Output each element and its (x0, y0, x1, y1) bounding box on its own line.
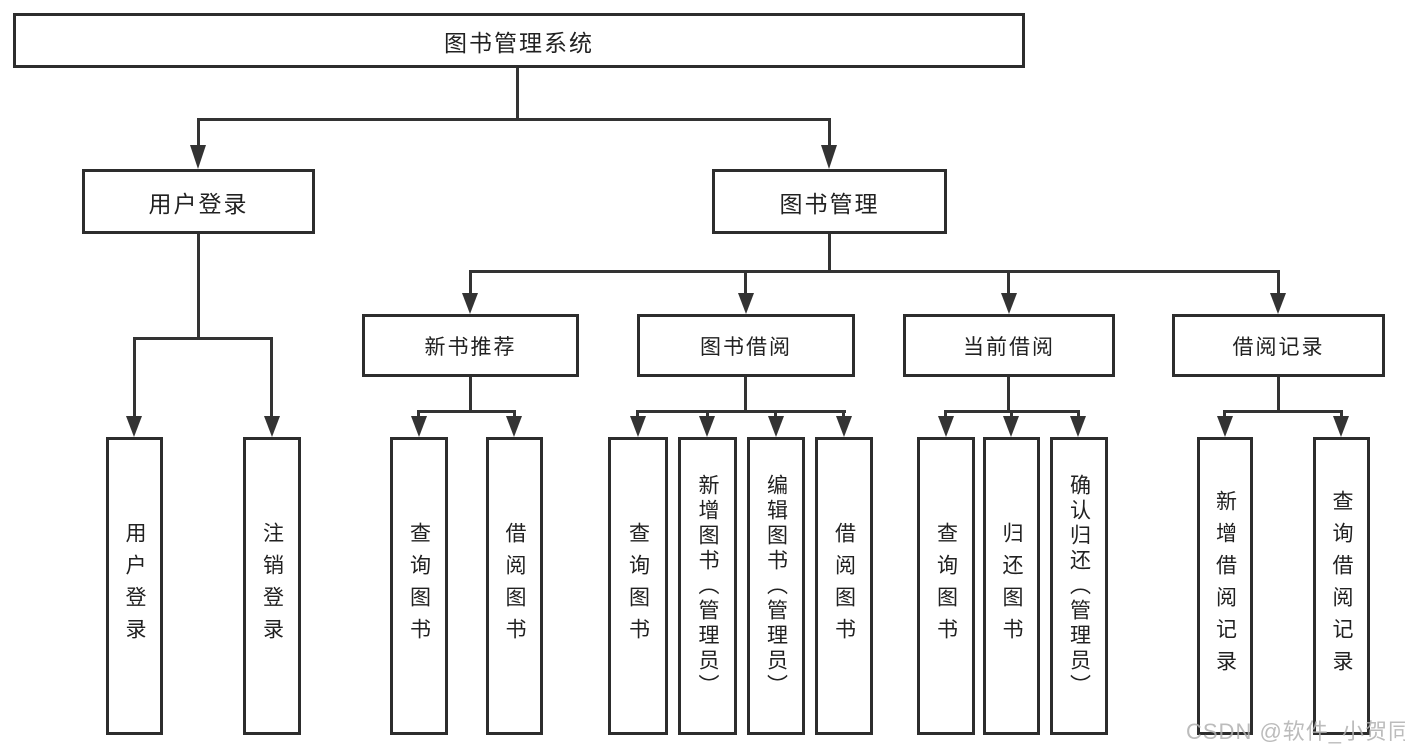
arrowhead-icon (836, 416, 852, 437)
arrowhead-icon (821, 145, 837, 169)
node-current-borrowing-label: 当前借阅 (963, 335, 1055, 359)
leaf-logout-label: 注销登录 (260, 522, 284, 650)
leaf-add-borrow-record: 新增借阅记录 (1197, 437, 1253, 735)
arrowhead-icon (264, 416, 280, 437)
arrowhead-icon (938, 416, 954, 437)
arrowhead-icon (699, 416, 715, 437)
connector-line (744, 270, 747, 296)
connector-line (828, 234, 831, 270)
connector-line (469, 377, 472, 410)
arrowhead-icon (190, 145, 206, 169)
node-user-login: 用户登录 (82, 169, 315, 234)
connector-line (944, 410, 947, 421)
arrowhead-icon (1270, 293, 1286, 314)
arrowhead-icon (768, 416, 784, 437)
connector-line (1340, 410, 1343, 421)
leaf-query-books-1: 查询图书 (390, 437, 448, 735)
connector-line (1277, 270, 1280, 296)
arrowhead-icon (738, 293, 754, 314)
leaf-borrow-books-2: 借阅图书 (815, 437, 873, 735)
connector-line (1223, 410, 1343, 413)
connector-line (270, 337, 273, 419)
arrowhead-icon (506, 416, 522, 437)
leaf-borrow-books-2-label: 借阅图书 (832, 522, 856, 650)
connector-line (842, 410, 845, 421)
arrowhead-icon (1070, 416, 1086, 437)
node-current-borrowing: 当前借阅 (903, 314, 1115, 377)
node-library-system: 图书管理系统 (13, 13, 1025, 68)
leaf-user-login: 用户登录 (106, 437, 163, 735)
watermark: CSDN @软件_小贺同学 (1186, 719, 1405, 744)
node-new-book-recommend: 新书推荐 (362, 314, 579, 377)
connector-line (1010, 410, 1013, 421)
connector-line (513, 410, 516, 421)
connector-line (197, 118, 200, 150)
connector-line (197, 234, 200, 338)
connector-line (1007, 270, 1010, 296)
leaf-query-borrow-record-label: 查询借阅记录 (1330, 490, 1354, 682)
leaf-query-books-3-label: 查询图书 (934, 522, 958, 650)
leaf-return-books: 归还图书 (983, 437, 1040, 735)
connector-line (469, 270, 472, 296)
arrowhead-icon (411, 416, 427, 437)
connector-line (197, 118, 831, 121)
connector-line (636, 410, 639, 421)
connector-line (1007, 377, 1010, 410)
node-library-system-label: 图书管理系统 (444, 29, 594, 56)
leaf-borrow-books-1-label: 借阅图书 (503, 522, 527, 650)
connector-line (417, 410, 420, 421)
connector-line (1277, 377, 1280, 410)
leaf-add-borrow-record-label: 新增借阅记录 (1213, 490, 1237, 682)
connector-line (636, 410, 846, 413)
connector-line (706, 410, 709, 421)
connector-line (828, 118, 831, 150)
arrowhead-icon (1001, 293, 1017, 314)
node-book-borrowing: 图书借阅 (637, 314, 855, 377)
leaf-edit-book-admin-label: 编辑图书（管理员） (764, 473, 788, 699)
node-book-management-label: 图书管理 (779, 190, 880, 217)
arrowhead-icon (630, 416, 646, 437)
connector-line (516, 68, 519, 118)
leaf-user-login-label: 用户登录 (123, 522, 147, 650)
node-user-login-label: 用户登录 (148, 190, 249, 217)
leaf-confirm-return-admin: 确认归还（管理员） (1050, 437, 1108, 735)
connector-line (133, 337, 136, 419)
arrowhead-icon (1217, 416, 1233, 437)
connector-line (1077, 410, 1080, 421)
connector-line (469, 270, 1280, 273)
leaf-query-books-1-label: 查询图书 (407, 522, 431, 650)
leaf-add-book-admin: 新增图书（管理员） (678, 437, 737, 735)
node-borrowing-records: 借阅记录 (1172, 314, 1385, 377)
connector-line (744, 377, 747, 410)
leaf-query-borrow-record: 查询借阅记录 (1313, 437, 1370, 735)
arrowhead-icon (462, 293, 478, 314)
leaf-return-books-label: 归还图书 (1000, 522, 1024, 650)
arrowhead-icon (1003, 416, 1019, 437)
node-book-borrowing-label: 图书借阅 (700, 335, 792, 359)
arrowhead-icon (1333, 416, 1349, 437)
leaf-edit-book-admin: 编辑图书（管理员） (747, 437, 805, 735)
connector-line (1223, 410, 1226, 421)
leaf-query-books-3: 查询图书 (917, 437, 975, 735)
leaf-borrow-books-1: 借阅图书 (486, 437, 543, 735)
node-borrowing-records-label: 借阅记录 (1232, 335, 1325, 359)
leaf-confirm-return-admin-label: 确认归还（管理员） (1067, 473, 1091, 699)
connector-line (417, 410, 516, 413)
leaf-add-book-admin-label: 新增图书（管理员） (696, 473, 720, 699)
connector-line (774, 410, 777, 421)
leaf-query-books-2-label: 查询图书 (626, 522, 650, 650)
node-new-book-recommend-label: 新书推荐 (424, 335, 517, 359)
leaf-query-books-2: 查询图书 (608, 437, 668, 735)
arrowhead-icon (126, 416, 142, 437)
leaf-logout: 注销登录 (243, 437, 301, 735)
node-book-management: 图书管理 (712, 169, 947, 234)
connector-line (133, 337, 273, 340)
